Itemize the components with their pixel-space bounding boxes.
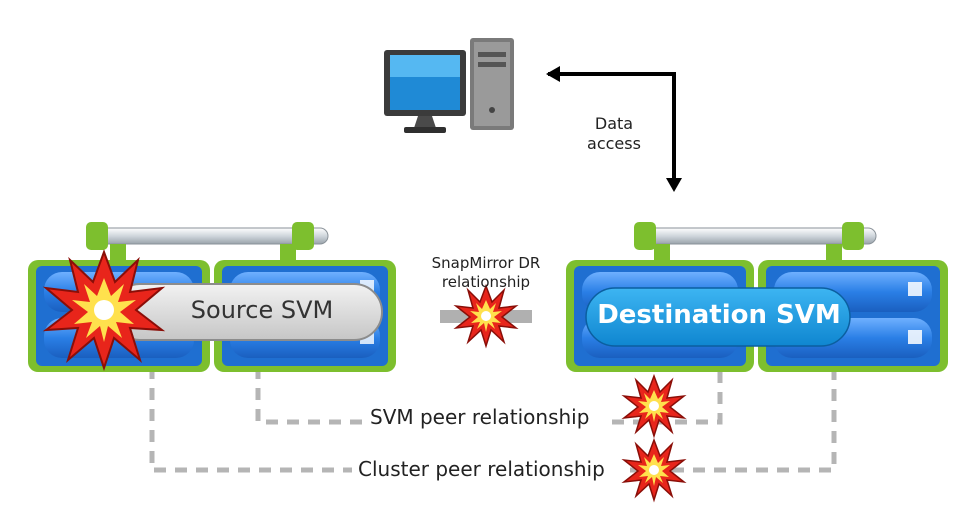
data-access-line-2: access	[587, 134, 641, 153]
cluster-peer-line	[149, 346, 837, 473]
desktop-computer-icon	[384, 38, 514, 133]
svm-peer-label: SVM peer relationship	[368, 405, 592, 430]
arrow-head-left	[546, 66, 560, 82]
snapmirror-line-2: relationship	[441, 272, 531, 291]
data-access-line-1: Data	[594, 114, 634, 133]
explosion-icon	[621, 373, 687, 439]
data-access-arrow	[548, 72, 676, 180]
cluster-peer-label: Cluster peer relationship	[356, 457, 607, 482]
explosion-icon	[42, 249, 166, 372]
snapmirror-line-1: SnapMirror DR	[431, 254, 541, 272]
destination-svm-label: Destination SVM	[597, 300, 841, 330]
destination-svm-pill	[585, 287, 851, 347]
explosion-icon	[621, 437, 687, 503]
arrow-head-down	[666, 178, 682, 192]
data-access-label: Data access	[584, 114, 644, 154]
source-svm-label: Source SVM	[190, 296, 334, 324]
snapmirror-label: SnapMirror DR relationship	[416, 254, 556, 292]
explosion-icon	[453, 283, 519, 349]
